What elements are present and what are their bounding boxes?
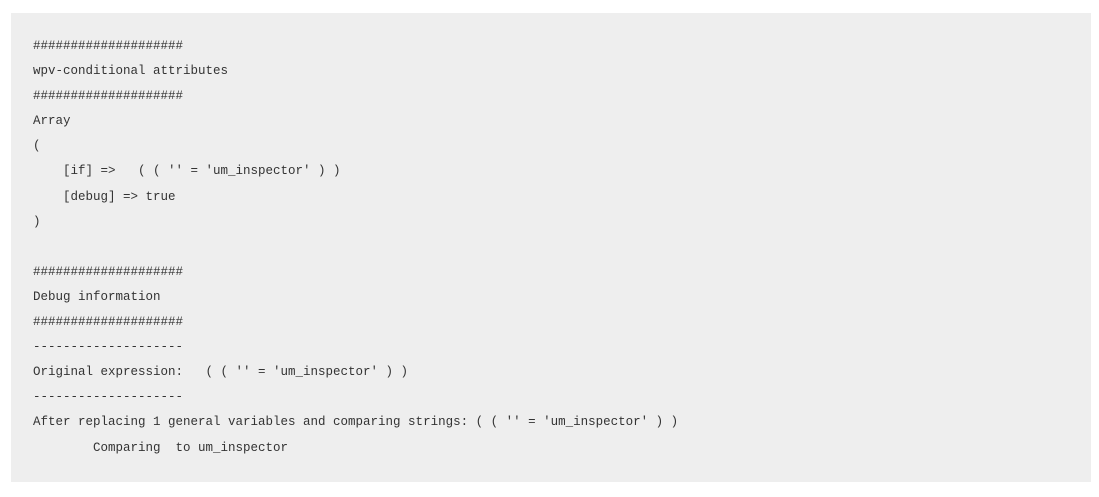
debug-line-close-paren: ) [33,214,41,229]
debug-line-after-replacing: After replacing 1 general variables and … [33,415,679,430]
debug-line-open-paren: ( [33,139,41,154]
debug-line-header-hashes: #################### [33,315,184,330]
debug-line-section-title: wpv-conditional attributes [33,64,229,79]
debug-line-separator: -------------------- [33,390,184,405]
debug-line-separator: -------------------- [33,340,184,355]
debug-line-debug-attribute: [debug] => true [33,189,176,204]
debug-line-header-hashes: #################### [33,89,184,104]
debug-line-if-attribute: [if] => ( ( '' = 'um_inspector' ) ) [33,164,341,179]
debug-line-section-title: Debug information [33,289,161,304]
debug-line-header-hashes: #################### [33,264,184,279]
debug-line-original-expression: Original expression: ( ( '' = 'um_inspec… [33,365,409,380]
debug-line-array: Array [33,114,71,129]
debug-line-comparing: Comparing to um_inspector [33,440,289,455]
debug-output-block: #################### wpv-conditional att… [11,13,1091,482]
debug-line-header-hashes: #################### [33,39,184,53]
debug-line-blank [33,240,1091,265]
